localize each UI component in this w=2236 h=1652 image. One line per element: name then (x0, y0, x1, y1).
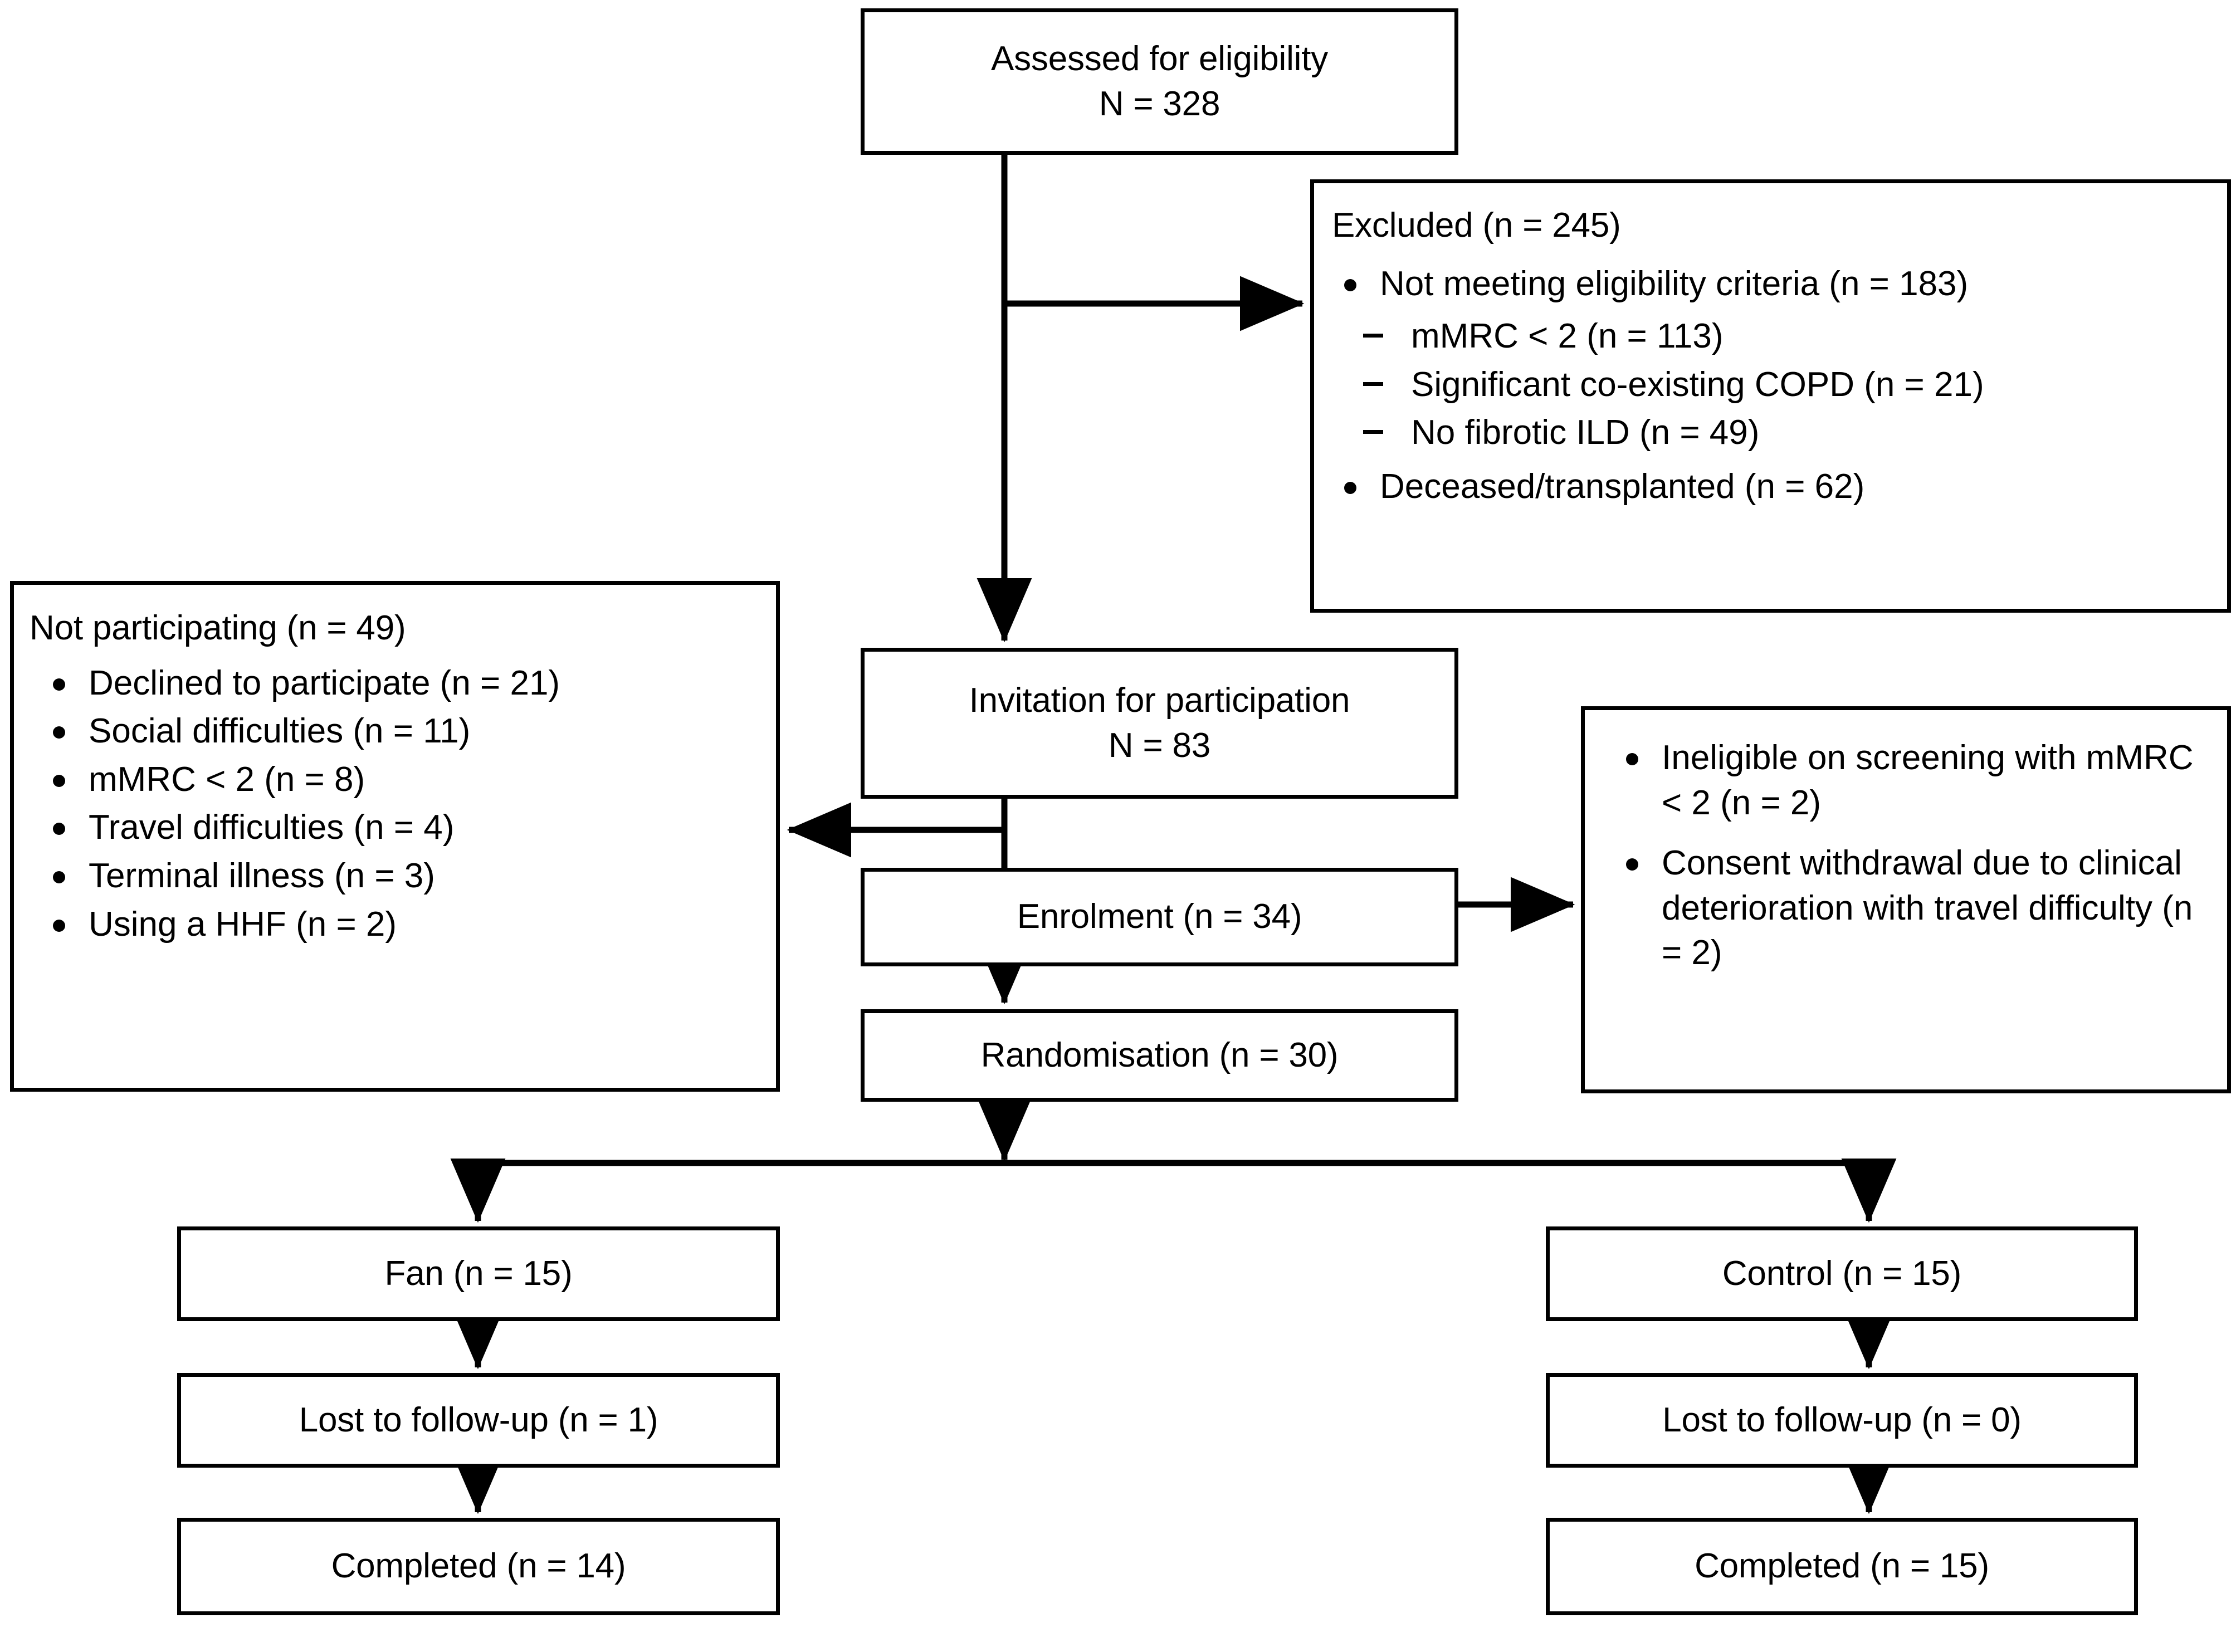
dash-icon (1363, 333, 1383, 338)
list-item: Consent withdrawal due to clinical deter… (1614, 841, 2213, 976)
fan-completed-label: Completed (n = 14) (331, 1547, 626, 1586)
bullet-dot-icon (53, 823, 65, 835)
not-participating-heading: Not participating (n = 49) (30, 609, 406, 647)
node-fan-lost-to-followup: Lost to follow-up (n = 1) (177, 1373, 780, 1468)
list-item: Deceased/transplanted (n = 62) (1332, 465, 2210, 510)
bullet-dot-icon (1344, 278, 1356, 291)
node-not-participating: Not participating (n = 49) Declined to p… (10, 581, 780, 1092)
bullet-dot-icon (1626, 858, 1638, 871)
not-participating-bullet-1: Social difficulties (n = 11) (89, 712, 471, 751)
list-item: Travel difficulties (n = 4) (41, 805, 761, 851)
node-enrolment: Enrolment (n = 34) (861, 868, 1458, 966)
node-assessed-for-eligibility: Assessed for eligibility N = 328 (861, 8, 1458, 155)
list-item: mMRC < 2 (n = 8) (41, 757, 761, 803)
fan-allocation-label: Fan (n = 15) (384, 1254, 573, 1293)
excluded-heading: Excluded (n = 245) (1332, 206, 1621, 245)
node-screening-failures: Ineligible on screening with mMRC < 2 (n… (1581, 706, 2231, 1093)
dash-icon (1363, 430, 1383, 434)
bullet-dot-icon (1344, 481, 1356, 494)
fan-lost-label: Lost to follow-up (n = 1) (299, 1400, 658, 1439)
control-completed-label: Completed (n = 15) (1695, 1547, 1989, 1586)
list-item: No fibrotic ILD (n = 49) (1358, 410, 2210, 456)
excluded-sub-1: Significant co-existing COPD (n = 21) (1411, 365, 1984, 404)
assessed-line-2: N = 328 (1099, 84, 1220, 123)
not-participating-bullet-0: Declined to participate (n = 21) (89, 663, 560, 702)
bullet-dot-icon (53, 678, 65, 691)
node-fan-completed: Completed (n = 14) (177, 1518, 780, 1615)
excluded-sub-list: mMRC < 2 (n = 113) Significant co-existi… (1358, 314, 2210, 459)
enrolment-label: Enrolment (n = 34) (1017, 897, 1302, 936)
excluded-sub-2: No fibrotic ILD (n = 49) (1411, 413, 1760, 452)
list-item: Using a HHF (n = 2) (41, 902, 761, 947)
screen-fail-bullet-list: Ineligible on screening with mMRC < 2 (n… (1614, 736, 2213, 979)
list-item: Not meeting eligibility criteria (n = 18… (1332, 262, 2210, 307)
excluded-bullet-list-2: Deceased/transplanted (n = 62) (1332, 465, 2210, 513)
invitation-line-2: N = 83 (1108, 726, 1211, 765)
bullet-dot-icon (1626, 753, 1638, 765)
not-participating-bullet-4: Terminal illness (n = 3) (89, 856, 435, 895)
node-invitation-for-participation: Invitation for participation N = 83 (861, 648, 1458, 799)
bullet-dot-icon (53, 871, 65, 883)
assessed-line-1: Assessed for eligibility (990, 39, 1329, 78)
not-participating-bullet-5: Using a HHF (n = 2) (89, 905, 397, 944)
node-randomisation: Randomisation (n = 30) (861, 1009, 1458, 1102)
not-participating-bullet-3: Travel difficulties (n = 4) (89, 808, 455, 847)
randomisation-label: Randomisation (n = 30) (980, 1035, 1339, 1074)
control-allocation-label: Control (n = 15) (1722, 1254, 1962, 1293)
not-participating-bullet-2: mMRC < 2 (n = 8) (89, 760, 365, 799)
excluded-sub-0: mMRC < 2 (n = 113) (1411, 317, 1724, 356)
node-control-allocation: Control (n = 15) (1546, 1226, 2138, 1321)
list-item: Terminal illness (n = 3) (41, 854, 761, 899)
list-item: Declined to participate (n = 21) (41, 661, 761, 706)
bullet-dot-icon (53, 919, 65, 932)
list-item: mMRC < 2 (n = 113) (1358, 314, 2210, 359)
node-control-completed: Completed (n = 15) (1546, 1518, 2138, 1615)
node-control-lost-to-followup: Lost to follow-up (n = 0) (1546, 1373, 2138, 1468)
list-item: Social difficulties (n = 11) (41, 709, 761, 754)
excluded-bullet-1-text: Deceased/transplanted (n = 62) (1380, 467, 1865, 506)
list-item: Ineligible on screening with mMRC < 2 (n… (1614, 736, 2213, 825)
bullet-dot-icon (53, 726, 65, 739)
list-item: Significant co-existing COPD (n = 21) (1358, 363, 2210, 408)
excluded-bullet-list: Not meeting eligibility criteria (n = 18… (1332, 262, 2210, 310)
invitation-line-1: Invitation for participation (969, 681, 1350, 720)
node-excluded: Excluded (n = 245) Not meeting eligibili… (1310, 179, 2231, 613)
node-fan-allocation: Fan (n = 15) (177, 1226, 780, 1321)
not-participating-bullet-list: Declined to participate (n = 21) Social … (41, 661, 761, 951)
dash-icon (1363, 382, 1383, 386)
bullet-dot-icon (53, 774, 65, 787)
screen-fail-bullet-1: Consent withdrawal due to clinical deter… (1662, 844, 2193, 972)
excluded-bullet-0-text: Not meeting eligibility criteria (n = 18… (1380, 264, 1969, 303)
control-lost-label: Lost to follow-up (n = 0) (1662, 1400, 2022, 1439)
screen-fail-bullet-0: Ineligible on screening with mMRC < 2 (n… (1662, 739, 2194, 822)
